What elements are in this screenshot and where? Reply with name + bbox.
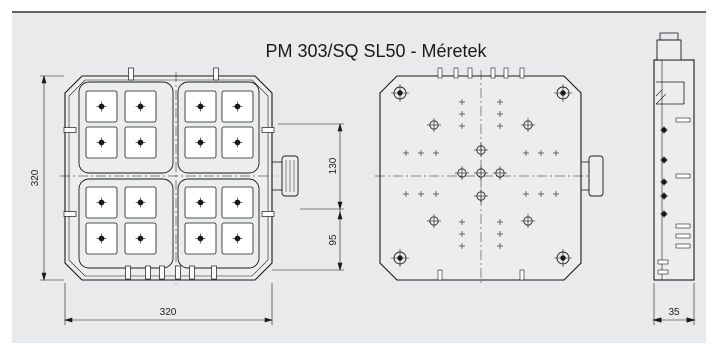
bottom-stud [125, 265, 131, 280]
back-top-stud [453, 67, 459, 79]
side-stud [675, 173, 691, 179]
side-stud [675, 223, 691, 229]
dim-320v-arrows [41, 74, 47, 282]
quadrant-bottom-right [177, 178, 260, 269]
back-top-stud [467, 67, 473, 79]
side-connector-cap [659, 32, 679, 41]
back-bottom-stud [437, 269, 443, 281]
side-hole-markers [657, 117, 691, 275]
bottom-stud [189, 265, 195, 280]
dim-label-height-320: 320 [30, 169, 41, 186]
clamping-studs [63, 67, 275, 280]
dim-label-95: 95 [328, 234, 339, 246]
left-stud [63, 127, 77, 133]
quadrant-top-right [177, 81, 260, 174]
hole-markers [403, 67, 559, 281]
right-stud [261, 211, 275, 217]
side-foot [657, 269, 669, 275]
side-hatch [655, 89, 667, 105]
mounting-holes [391, 84, 572, 267]
side-stud [675, 243, 691, 249]
back-body-outline [379, 75, 582, 281]
side-body-outline [653, 59, 695, 281]
front-body-inner-outline [68, 79, 269, 277]
back-top-stud [503, 67, 509, 79]
back-top-stud [490, 67, 496, 79]
side-view [652, 32, 696, 325]
pole-cells [85, 90, 254, 255]
right-stud [261, 127, 275, 133]
front-view [60, 67, 299, 284]
back-top-stud [519, 67, 525, 79]
bottom-stud [145, 265, 151, 280]
dim-label-width-320: 320 [160, 307, 177, 318]
dim-label-130: 130 [328, 157, 339, 174]
bottom-stud [175, 265, 181, 280]
back-connector-plug [588, 155, 604, 197]
top-stud [128, 67, 134, 81]
side-foot [657, 259, 669, 265]
dim-130-arrows [337, 122, 343, 211]
back-bottom-stud [519, 269, 525, 281]
back-top-stud [437, 67, 443, 79]
drawing-title: PM 303/SQ SL50 - Méretek [265, 41, 487, 61]
side-cable-outlet [656, 81, 685, 105]
top-stud [213, 67, 219, 81]
side-stud [675, 117, 691, 123]
dim-label-35: 35 [668, 307, 680, 318]
dim-35-arrows [652, 317, 696, 323]
dim-320h-arrows [63, 317, 274, 323]
dim-95-arrows [337, 210, 343, 272]
bottom-stud [211, 265, 217, 280]
side-connector [656, 39, 682, 61]
side-stud [675, 233, 691, 239]
left-stud [63, 211, 77, 217]
bottom-stud [159, 265, 165, 280]
front-dimensions [40, 74, 344, 325]
back-view [375, 67, 604, 285]
quadrant-top-left [78, 81, 174, 174]
